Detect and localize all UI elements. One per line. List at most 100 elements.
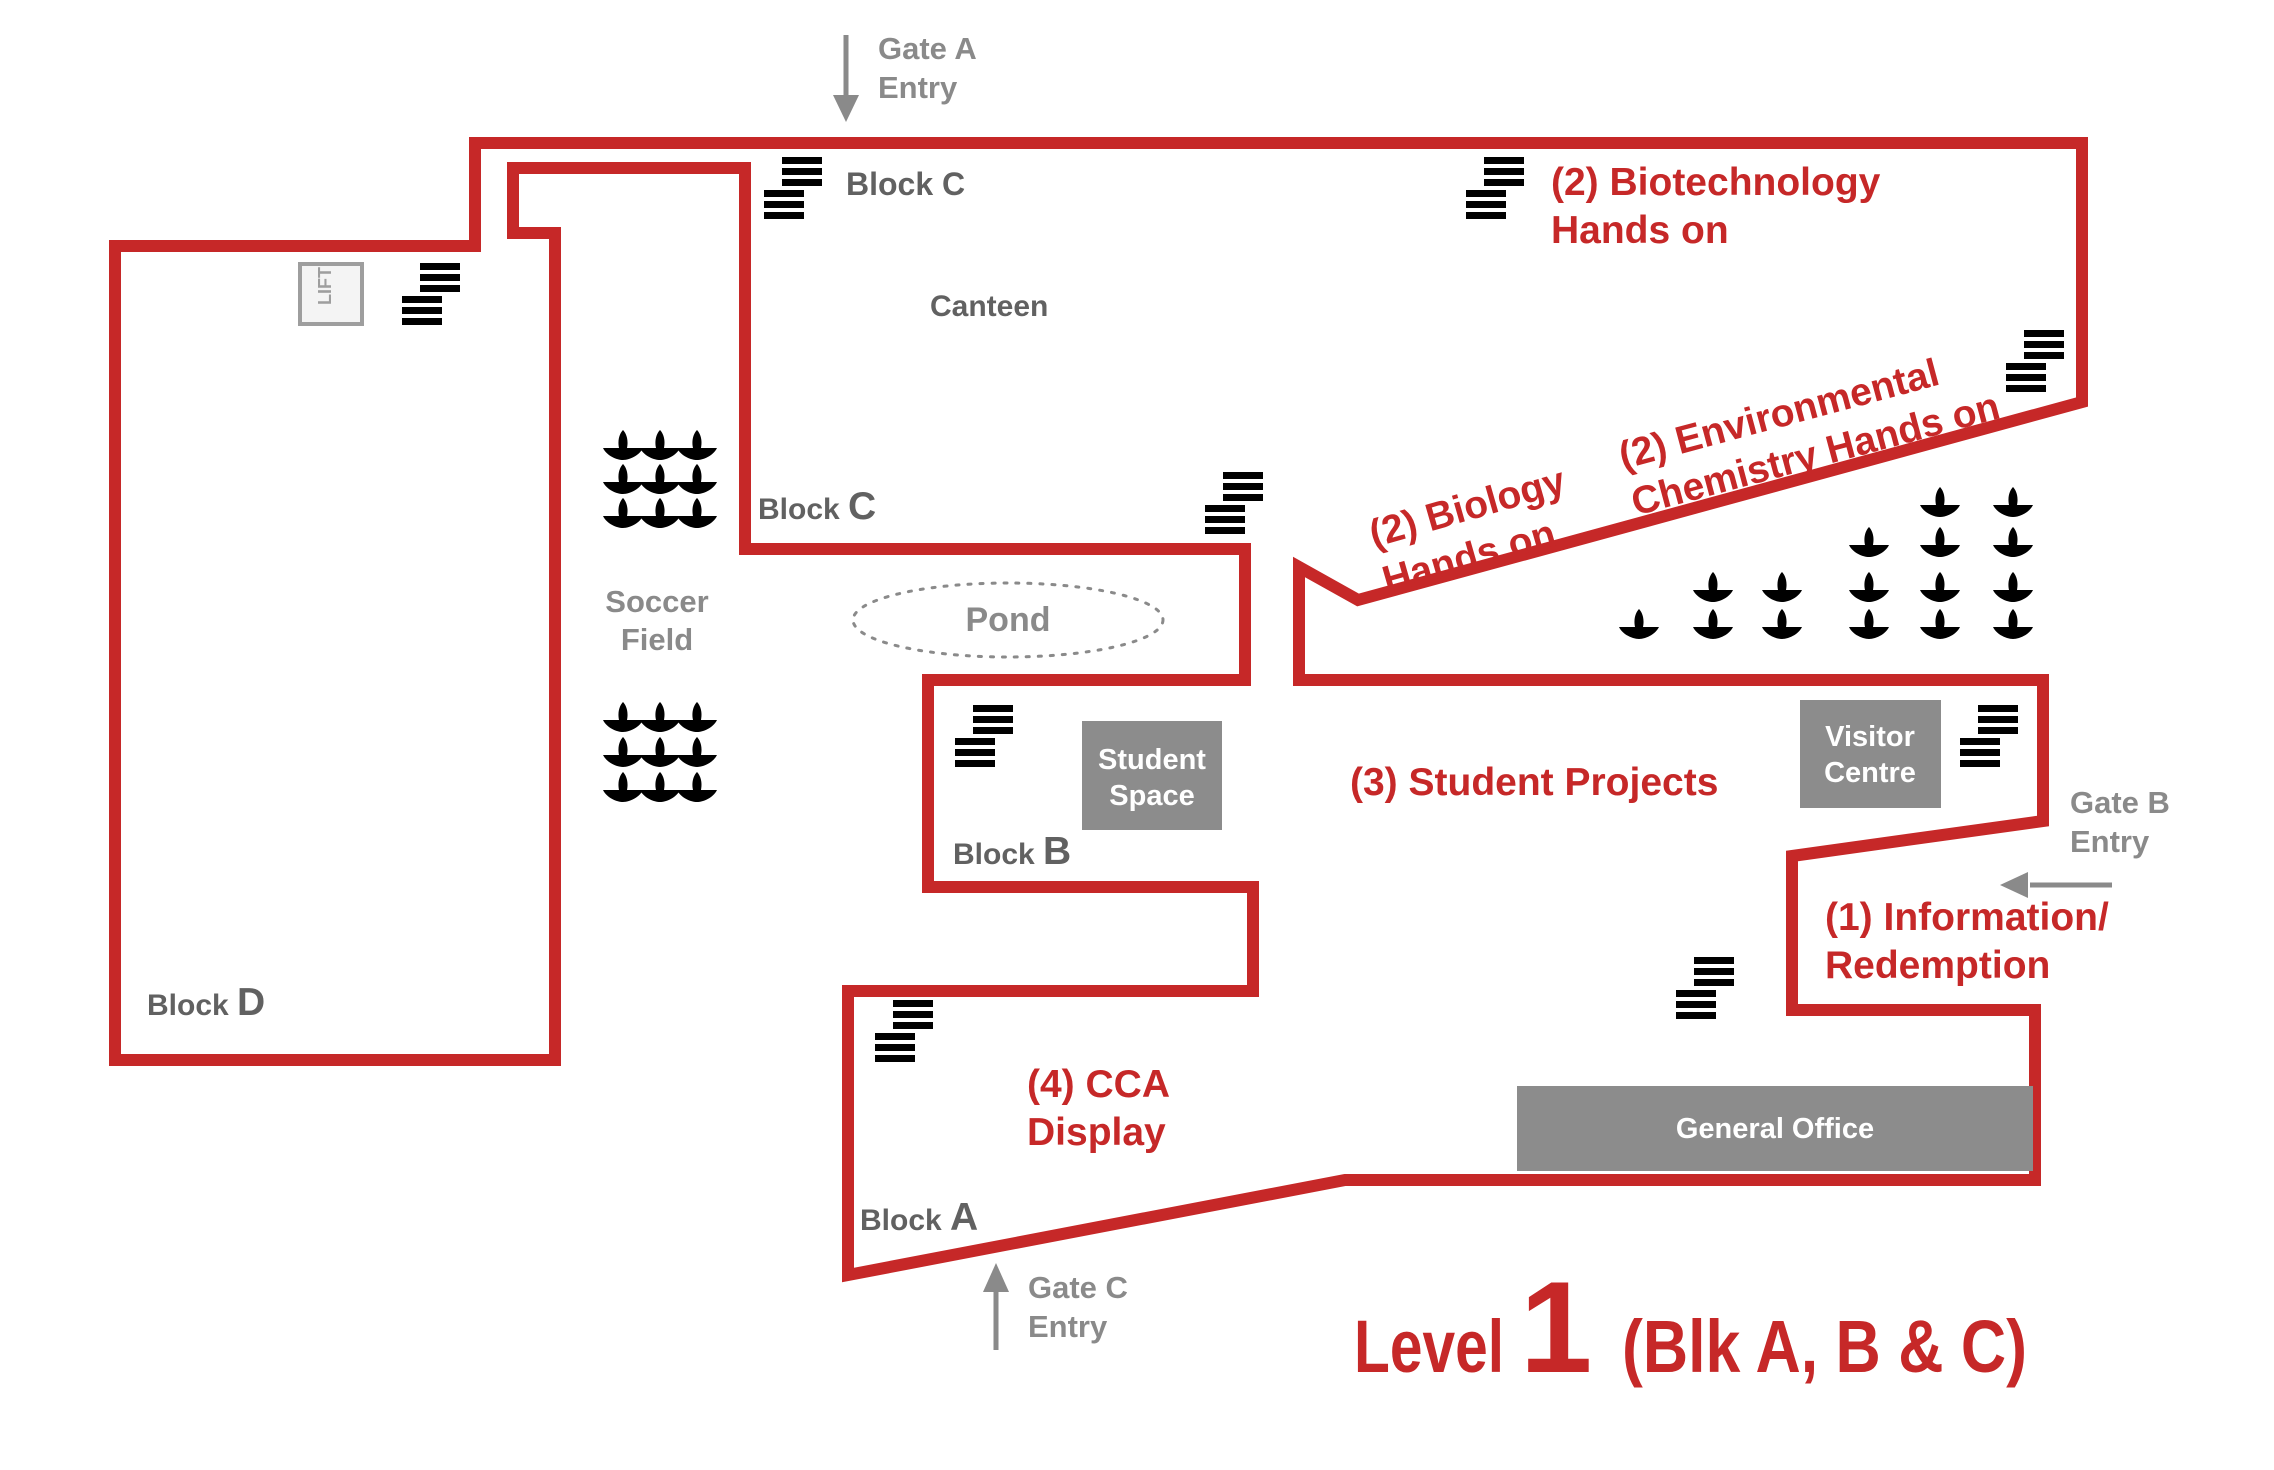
block-b-letter: B <box>1043 830 1071 873</box>
plant-icon <box>1993 527 2033 557</box>
block-c-mid-prefix: Block <box>758 493 848 526</box>
block-c-top-prefix: Block <box>846 166 942 202</box>
lift-icon: LIFT <box>298 262 364 326</box>
plant-icon <box>1993 487 2033 517</box>
info-line2: Redemption <box>1825 944 2050 987</box>
block-a-label: Block A <box>860 1196 978 1239</box>
gate-c-label: Gate C Entry <box>1028 1270 1128 1344</box>
plant-icon <box>1849 527 1889 557</box>
plant-icon <box>1920 609 1960 639</box>
block-a-prefix: Block <box>860 1204 950 1237</box>
plant-icon <box>1920 487 1960 517</box>
block-a-letter: A <box>950 1196 978 1239</box>
plant-icon <box>1849 572 1889 602</box>
general-office-label: General Office <box>1676 1113 1874 1145</box>
map-title: Level 1 (Blk A, B & C) <box>1354 1254 2027 1400</box>
visitor-centre-line2: Centre <box>1824 757 1916 789</box>
gate-b-line1: Gate B <box>2070 785 2170 820</box>
cca-line2: Display <box>1027 1111 1166 1154</box>
stair-icon <box>1676 957 1734 1019</box>
biotech-line2: Hands on <box>1551 209 1729 252</box>
soccer-field-line1: Soccer <box>605 584 708 619</box>
gate-c-line2: Entry <box>1028 1309 1108 1344</box>
gate-arrows <box>833 35 2112 1350</box>
title-level-word: Level <box>1354 1305 1504 1388</box>
building-outlines <box>109 137 2088 1283</box>
stair-icon <box>955 705 1013 767</box>
title-blocks: (Blk A, B & C) <box>1622 1305 2027 1388</box>
stair-icon <box>1960 705 2018 767</box>
plant-icon <box>640 702 680 732</box>
plant-icon <box>603 702 643 732</box>
general-office-room: General Office <box>1517 1086 2033 1171</box>
plant-icon <box>677 430 717 460</box>
plant-icon <box>1762 609 1802 639</box>
plant-icon <box>677 737 717 767</box>
plant-icon <box>640 464 680 494</box>
cca-line1: (4) CCA <box>1027 1063 1170 1106</box>
gate-b-arrow <box>2000 872 2112 898</box>
plant-icon <box>1693 609 1733 639</box>
plant-icon <box>640 430 680 460</box>
plant-icon <box>603 737 643 767</box>
gate-a-line2: Entry <box>878 70 958 105</box>
plant-icon <box>1920 527 1960 557</box>
student-space-line2: Space <box>1109 780 1194 812</box>
plant-icon <box>1993 572 2033 602</box>
plant-icon <box>677 702 717 732</box>
plant-icon <box>1693 572 1733 602</box>
gate-a-line1: Gate A <box>878 31 977 66</box>
info-redemption-activity: (1) Information/ Redemption <box>1825 896 2109 987</box>
soccer-field-label: Soccer Field <box>605 584 708 657</box>
block-c-top-label: Block C <box>846 166 965 202</box>
block-b-label: Block B <box>953 830 1071 873</box>
pond: Pond <box>851 581 1165 659</box>
visitor-centre-line1: Visitor <box>1825 721 1915 753</box>
plant-icon <box>603 498 643 528</box>
info-line1: (1) Information/ <box>1825 896 2109 939</box>
env-chem-activity: (2) Environmental Chemistry Hands on <box>1614 351 2004 524</box>
plant-icon <box>603 430 643 460</box>
gate-b-line2: Entry <box>2070 824 2150 859</box>
plant-icon <box>603 464 643 494</box>
lift-label: LIFT <box>315 267 335 305</box>
plant-icon <box>640 772 680 802</box>
stair-icon <box>875 1000 933 1062</box>
stair-icon <box>764 157 822 219</box>
student-space-line1: Student <box>1098 744 1206 776</box>
gate-c-arrow <box>983 1263 1009 1350</box>
stair-icon <box>1205 472 1263 534</box>
block-b-prefix: Block <box>953 838 1043 871</box>
block-d-prefix: Block <box>147 989 237 1022</box>
gate-c-line1: Gate C <box>1028 1270 1128 1305</box>
pond-label: Pond <box>966 601 1051 639</box>
block-d-outline <box>109 137 2088 1283</box>
plant-icon <box>1993 609 2033 639</box>
stair-icon <box>402 263 460 325</box>
gate-a-label: Gate A Entry <box>878 31 977 105</box>
block-c-mid-letter: C <box>848 485 876 528</box>
cca-display-activity: (4) CCA Display <box>1027 1063 1170 1154</box>
block-c-mid-label: Block C <box>758 485 876 528</box>
block-c-top-letter: C <box>942 166 965 202</box>
biology-activity: (2) Biology Hands on <box>1365 459 1571 602</box>
student-projects-label: (3) Student Projects <box>1350 761 1718 804</box>
biotech-line1: (2) Biotechnology <box>1551 161 1881 204</box>
plant-icon <box>1920 572 1960 602</box>
student-space-room: Student Space <box>1082 721 1222 830</box>
block-d-label: Block D <box>147 981 265 1024</box>
biotech-activity: (2) Biotechnology Hands on <box>1551 161 1881 252</box>
visitor-centre-room: Visitor Centre <box>1800 700 1941 808</box>
soccer-field-line2: Field <box>621 622 693 657</box>
plant-icon <box>1849 609 1889 639</box>
stair-icon <box>1466 157 1524 219</box>
gate-a-arrow <box>833 35 859 122</box>
plant-icon <box>677 464 717 494</box>
plant-icon <box>1762 572 1802 602</box>
block-d-letter: D <box>237 981 265 1024</box>
stair-icon <box>2006 330 2064 392</box>
plant-icon <box>640 498 680 528</box>
plant-icon <box>603 772 643 802</box>
plant-icon <box>1619 609 1659 639</box>
